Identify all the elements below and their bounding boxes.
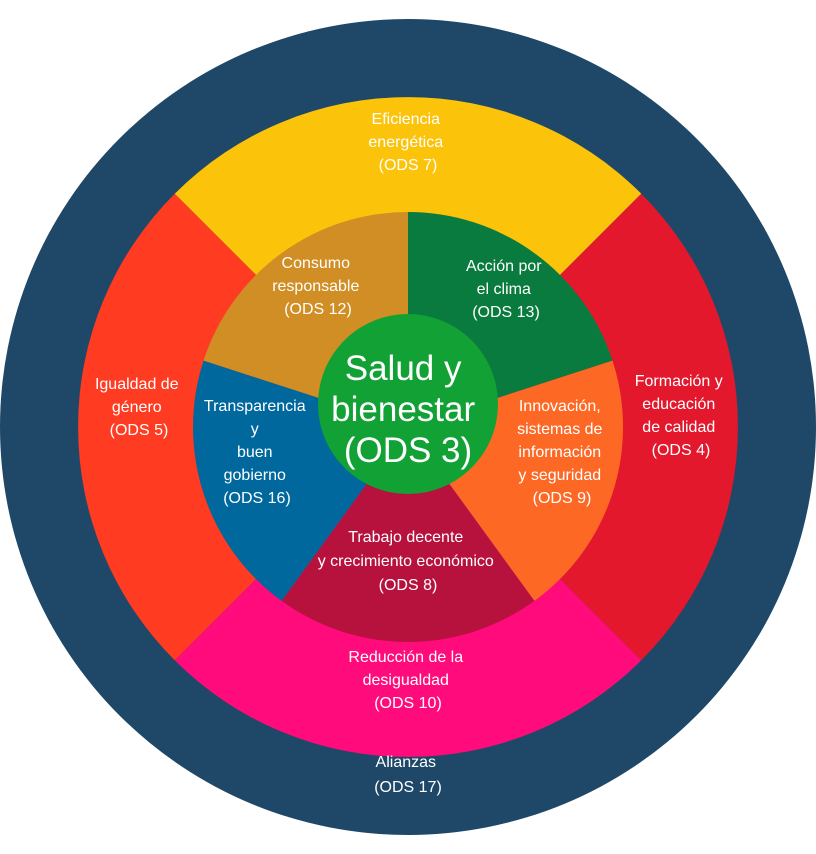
label-ods8-line: y crecimiento económico — [318, 553, 494, 570]
label-ods4-line: educación — [642, 396, 715, 413]
label-ods9-line: Innovación, — [519, 398, 601, 415]
label-ods13-line: el clima — [477, 281, 531, 298]
label-ods5: Igualdad de género (ODS 5) — [95, 376, 183, 439]
label-ods16: Transparencia y buen gobierno (ODS 16) — [204, 398, 310, 507]
label-ods13-line: Acción por — [466, 258, 542, 275]
label-ods5-line: (ODS 5) — [110, 422, 169, 439]
label-ods16-line: gobierno — [224, 467, 286, 484]
label-ods16-line: buen — [237, 444, 273, 461]
label-ods5-line: género — [112, 399, 162, 416]
label-ods12-line: (ODS 12) — [284, 301, 352, 318]
label-ods10: Reducción de la desigualdad (ODS 10) — [348, 649, 467, 712]
label-ods12: Consumo responsable (ODS 12) — [272, 255, 364, 318]
label-ods17-line: (ODS 17) — [374, 779, 442, 796]
label-ods13: Acción por el clima (ODS 13) — [466, 258, 546, 321]
label-ods10-line: desigualdad — [363, 672, 449, 689]
label-ods7-line: (ODS 7) — [379, 157, 438, 174]
label-ods7-line: energética — [368, 134, 443, 151]
label-ods4: Formación y educación de calidad (ODS 4) — [635, 373, 727, 459]
label-ods8: Trabajo decente y crecimiento económico … — [318, 529, 499, 594]
label-ods8-line: (ODS 8) — [379, 577, 438, 594]
label-ods9-line: (ODS 9) — [533, 490, 592, 507]
label-ods3-line: Salud y — [345, 349, 462, 388]
label-ods4-line: Formación y — [635, 373, 723, 390]
label-ods3-line: bienestar — [331, 390, 475, 429]
label-ods12-line: Consumo — [282, 255, 351, 272]
label-ods8-line: Trabajo decente — [348, 529, 463, 546]
wedge-ods8 — [281, 427, 535, 642]
label-ods4-line: (ODS 4) — [652, 442, 711, 459]
label-ods7: Eficiencia energética (ODS 7) — [368, 111, 447, 174]
label-ods13-line: (ODS 13) — [472, 304, 540, 321]
label-ods17-line: Alianzas — [376, 754, 436, 771]
label-ods9-line: información — [518, 444, 601, 461]
label-ods12-line: responsable — [272, 278, 359, 295]
label-ods9-line: y seguridad — [518, 467, 601, 484]
label-ods7-line: Eficiencia — [372, 111, 441, 128]
label-ods17: Alianzas (ODS 17) — [374, 754, 442, 796]
label-ods3-line: (ODS 3) — [344, 431, 472, 470]
label-ods16-line: (ODS 16) — [223, 490, 291, 507]
label-ods10-line: Reducción de la — [348, 649, 463, 666]
label-ods16-line: y — [251, 421, 259, 438]
label-ods10-line: (ODS 10) — [374, 695, 442, 712]
label-ods9: Innovación, sistemas de información y se… — [517, 398, 607, 507]
label-ods9-line: sistemas de — [517, 421, 602, 438]
center-circle-ods3 — [318, 314, 498, 494]
label-ods3: Salud y bienestar (ODS 3) — [331, 349, 485, 470]
label-ods4-line: de calidad — [642, 419, 715, 436]
label-ods5-line: Igualdad de — [95, 376, 179, 393]
label-ods16-line: Transparencia — [204, 398, 306, 415]
